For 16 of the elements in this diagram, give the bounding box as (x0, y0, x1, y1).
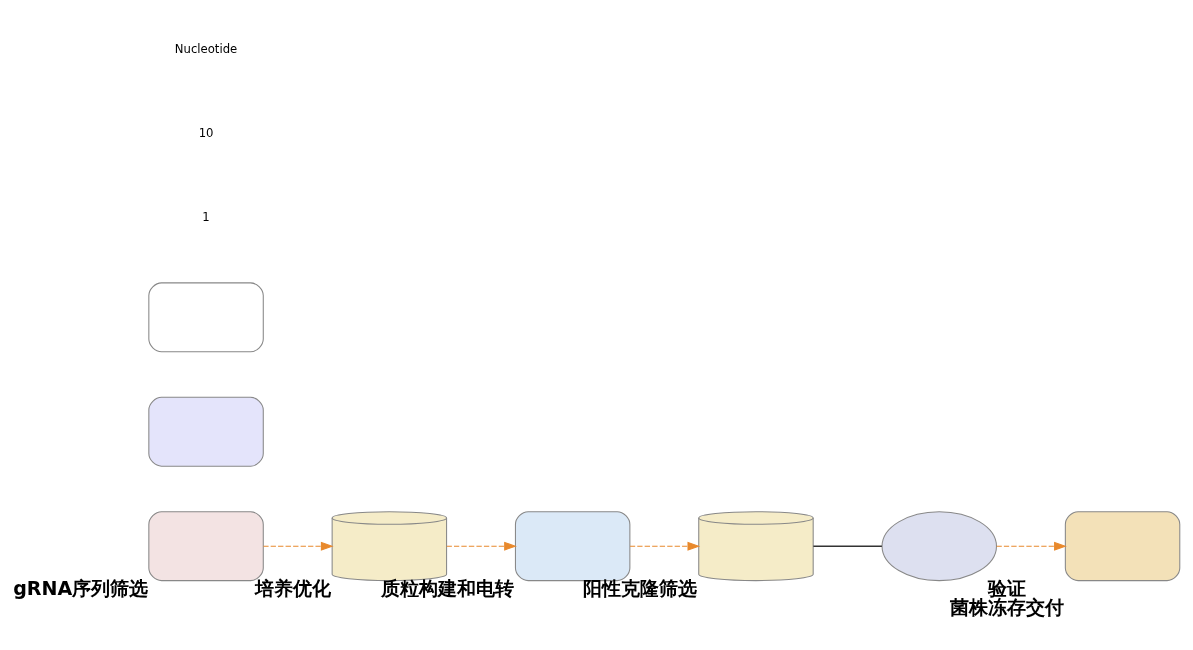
connector (812, 545, 883, 547)
node-label: 阳性克隆筛选 (583, 576, 698, 599)
node-label: 质粒构建和电转 (380, 576, 514, 599)
node-label: 培养优化 (254, 576, 331, 599)
node-label: 验证 (988, 576, 1027, 599)
node-box (148, 396, 264, 467)
label: 1 (202, 209, 210, 224)
label: Nucleotide (174, 42, 238, 57)
node-label: gRNA序列筛选 (13, 576, 149, 599)
node-box (1064, 511, 1181, 582)
arrow (262, 541, 334, 551)
node-box (148, 282, 264, 353)
arrow (996, 541, 1067, 551)
arrow (629, 541, 701, 551)
arrow (446, 541, 517, 551)
label: 10 (198, 125, 214, 140)
